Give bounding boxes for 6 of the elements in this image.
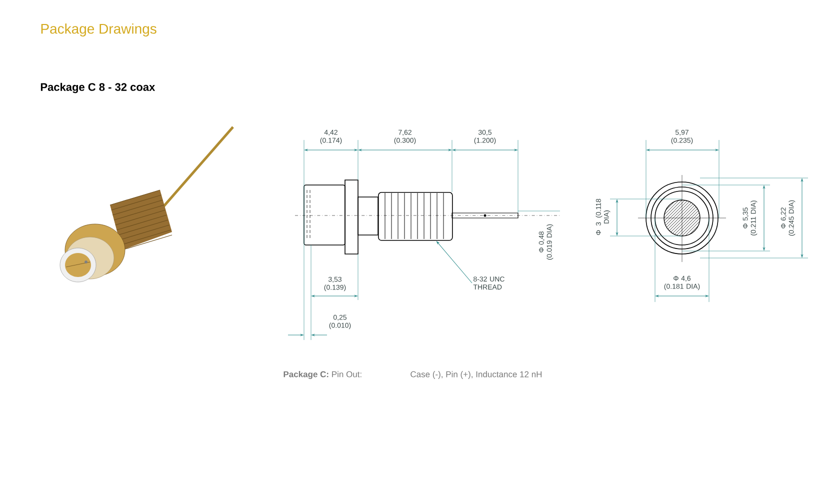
section-heading: Package C 8 - 32 coax	[40, 82, 156, 94]
caption-text: Case (-), Pin (+), Inductance 12 nH	[410, 371, 542, 379]
thread-drawing	[378, 192, 453, 241]
caption-text: Package C: Pin Out:	[284, 371, 362, 379]
page-title: Package Drawings	[41, 23, 156, 37]
leader-line	[436, 241, 472, 284]
